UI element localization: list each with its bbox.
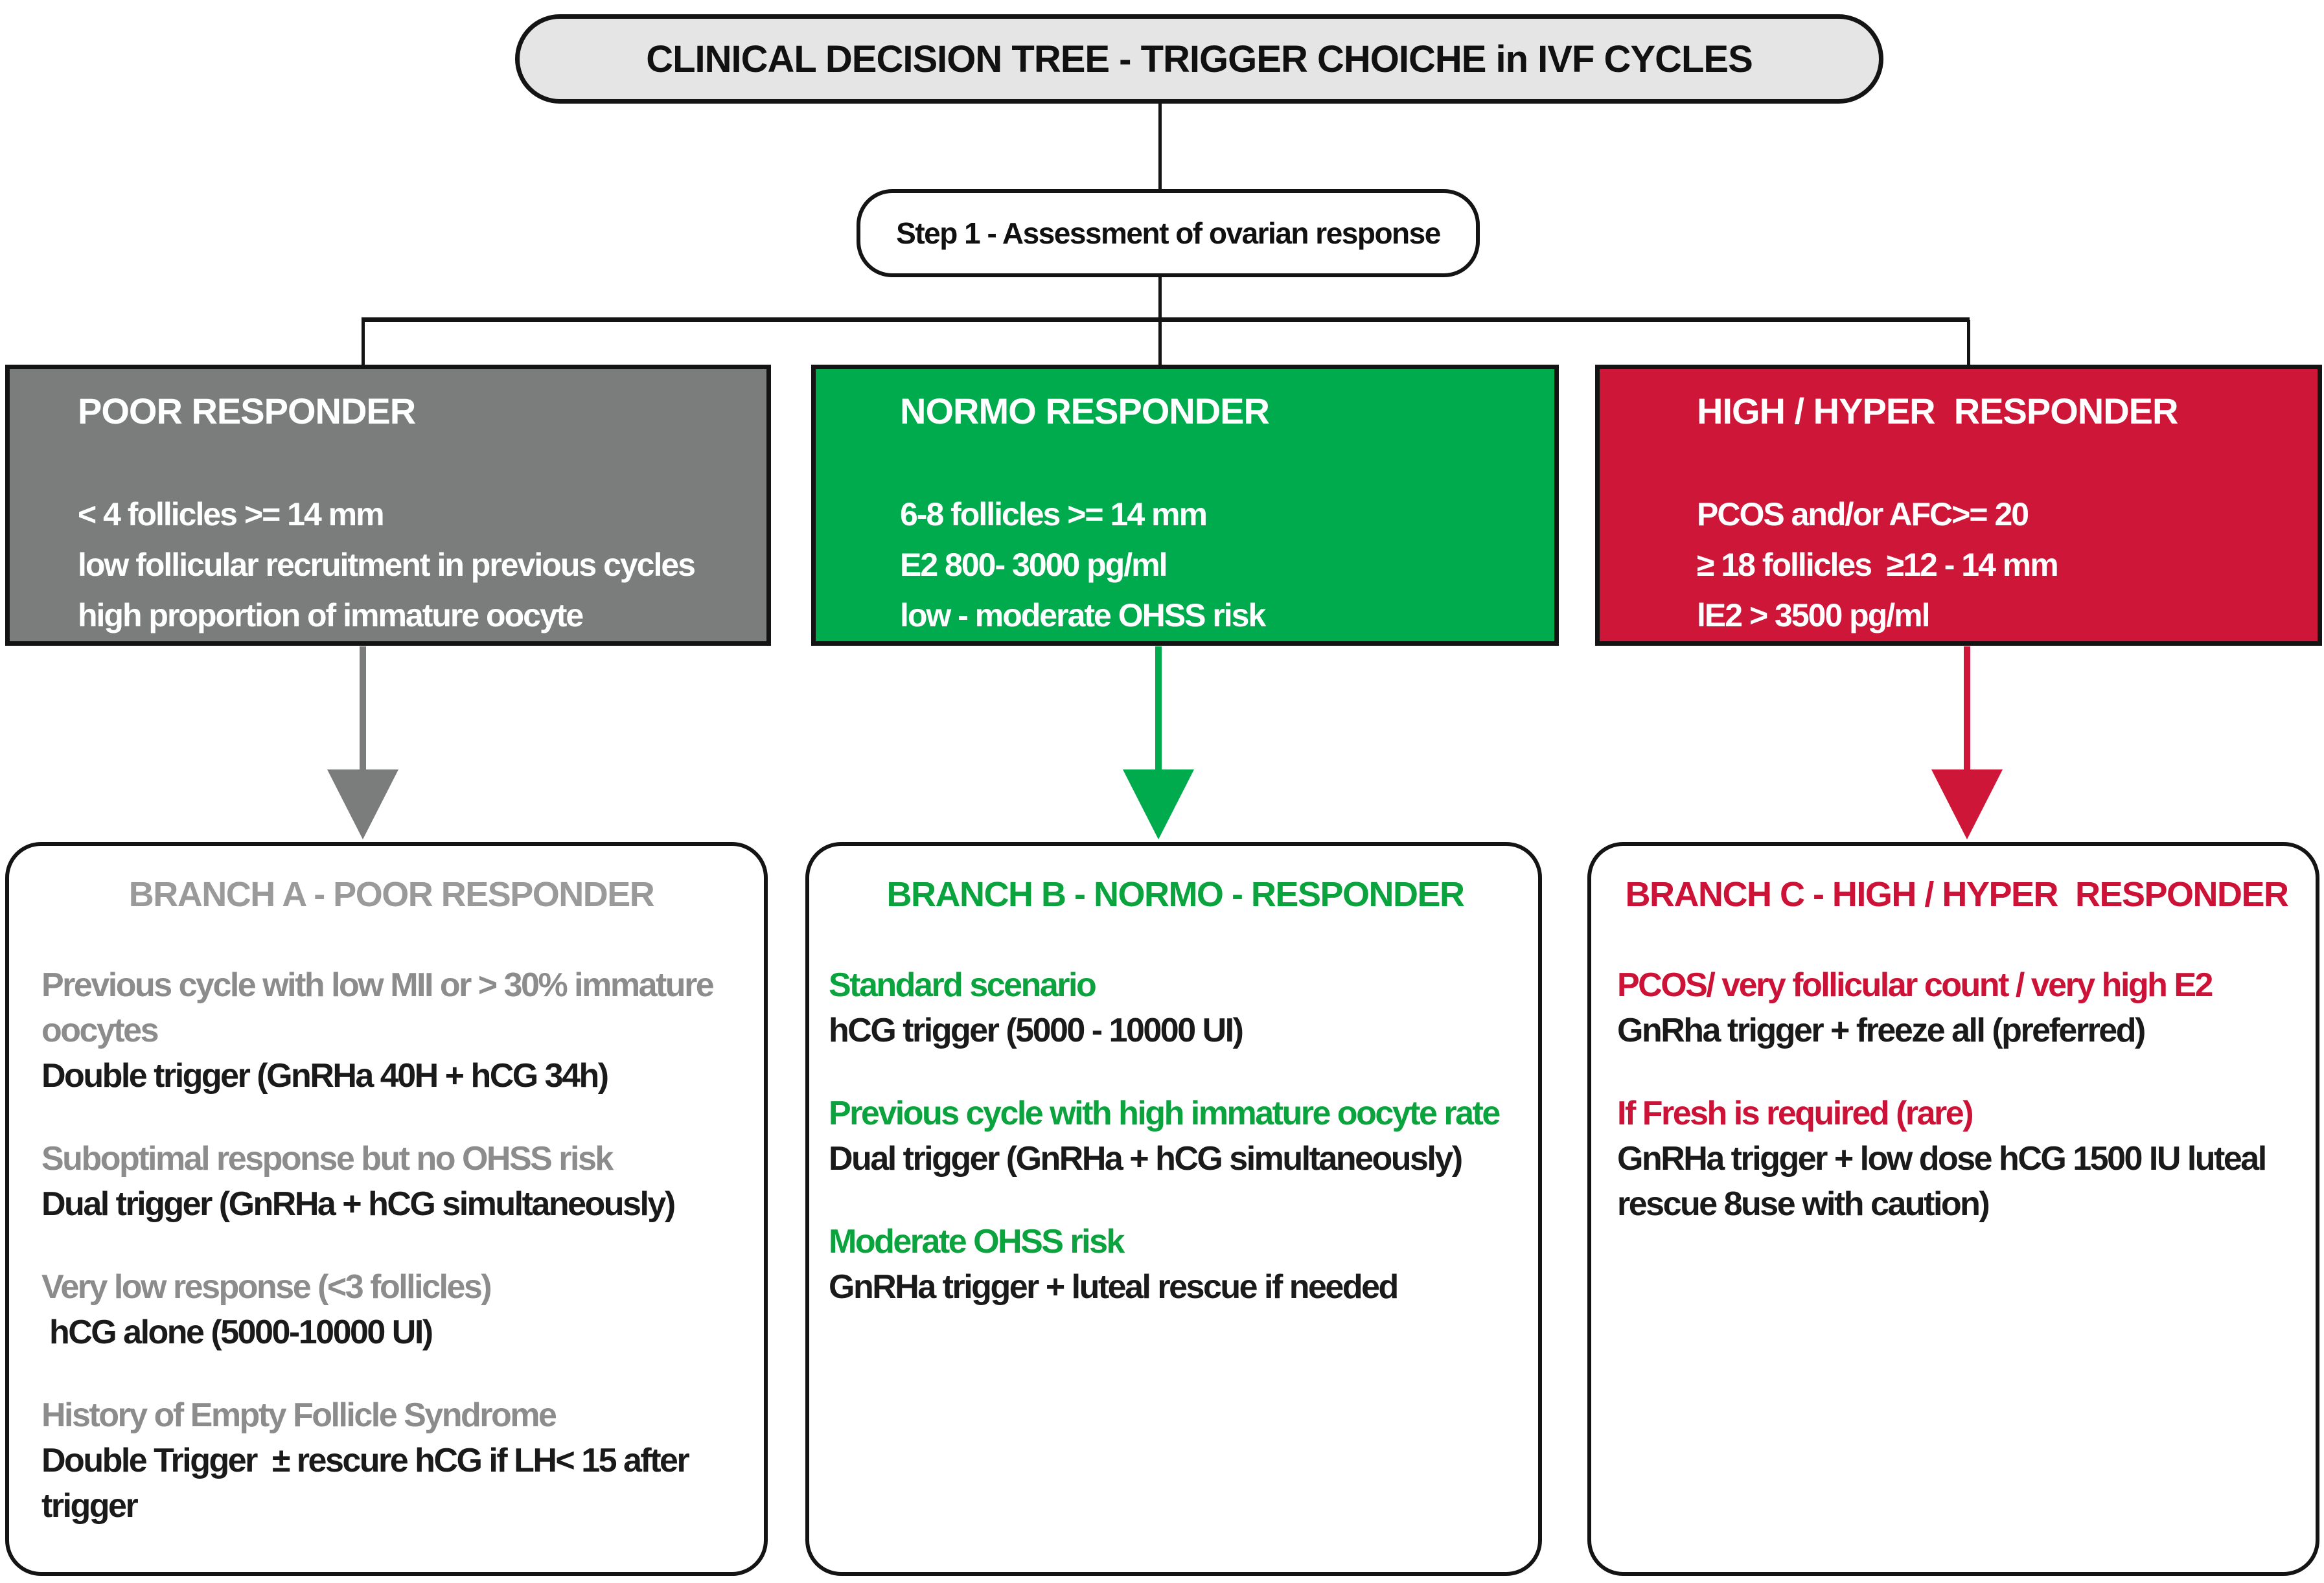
branch-b-group: Standard scenario hCG trigger (5000 - 10…: [829, 962, 1522, 1053]
branch-b-box: BRANCH B - NORMO - RESPONDER Standard sc…: [805, 842, 1542, 1576]
poor-criteria-line: low follicular recruitment in previous c…: [78, 547, 696, 583]
step1-label: Step 1 - Assessment of ovarian response: [896, 216, 1441, 250]
connector-drop-poor: [362, 320, 365, 367]
poor-criteria-line: < 4 follicles >= 14 mm: [78, 496, 385, 532]
action-text: hCG trigger (5000 - 10000 UI): [829, 1012, 1244, 1049]
action-text: Double trigger (GnRHa 40H + hCG 34h): [41, 1057, 609, 1095]
branch-c-group: PCOS/ very follicular count / very high …: [1617, 962, 2296, 1053]
poor-down-arrow-icon: [314, 646, 411, 841]
high-down-arrow-icon: [1918, 646, 2016, 841]
diagram-title: CLINICAL DECISION TREE - TRIGGER CHOICHE…: [646, 38, 1753, 80]
branch-a-group: Suboptimal response but no OHSS risk Dua…: [41, 1136, 741, 1227]
normo-down-arrow-icon: [1110, 646, 1207, 841]
normo-criteria-line: E2 800- 3000 pg/ml: [900, 547, 1168, 583]
action-text: Dual trigger (GnRHa + hCG simultaneously…: [41, 1185, 676, 1223]
high-criteria-line: PCOS and/or AFC>= 20: [1697, 496, 2029, 532]
normo-criteria-line: 6-8 follicles >= 14 mm: [900, 496, 1208, 532]
connector-step1-down: [1158, 277, 1162, 319]
branch-b-title: BRANCH B - NORMO - RESPONDER: [886, 875, 1465, 914]
diagram-title-box: CLINICAL DECISION TREE - TRIGGER CHOICHE…: [515, 14, 1883, 104]
branch-b-group: Moderate OHSS risk GnRHa trigger + lutea…: [829, 1219, 1522, 1310]
condition-text: Moderate OHSS risk: [829, 1223, 1125, 1260]
action-text: Dual trigger (GnRHa + hCG simultaneously…: [829, 1140, 1463, 1178]
branch-c-title: BRANCH C - HIGH / HYPER RESPONDER: [1625, 875, 2289, 914]
step1-box: Step 1 - Assessment of ovarian response: [857, 189, 1480, 277]
condition-text: PCOS/ very follicular count / very high …: [1617, 966, 2213, 1004]
poor-criteria-line: high proportion of immature oocyte: [78, 597, 584, 633]
branch-c-box: BRANCH C - HIGH / HYPER RESPONDER PCOS/ …: [1587, 842, 2319, 1576]
condition-text: Standard scenario: [829, 966, 1097, 1004]
high-responder-box: HIGH / HYPER RESPONDER PCOS and/or AFC>=…: [1595, 365, 2322, 646]
high-responder-title: HIGH / HYPER RESPONDER: [1697, 391, 2178, 431]
normo-criteria-line: low - moderate OHSS risk: [900, 597, 1266, 633]
high-criteria-line: ≥ 18 follicles ≥12 - 14 mm: [1697, 547, 2059, 583]
action-text: hCG alone (5000-10000 UI): [41, 1314, 433, 1351]
branch-b-group: Previous cycle with high immature oocyte…: [829, 1091, 1522, 1181]
connector-drop-high: [1967, 320, 1970, 367]
action-text: GnRHa trigger + luteal rescue if needed: [829, 1268, 1399, 1306]
branch-a-group: Very low response (<3 follicles) hCG alo…: [41, 1264, 741, 1355]
connector-drop-normo: [1158, 320, 1162, 367]
branch-a-group: History of Empty Follicle Syndrome Doubl…: [41, 1393, 741, 1529]
poor-responder-title: POOR RESPONDER: [78, 391, 416, 431]
action-text: Double Trigger ± rescure hCG if LH< 15 a…: [41, 1442, 696, 1525]
action-text: GnRHa trigger + low dose hCG 1500 IU lut…: [1617, 1140, 2273, 1223]
branch-a-group: Previous cycle with low MII or > 30% imm…: [41, 962, 741, 1099]
branch-a-box: BRANCH A - POOR RESPONDER Previous cycle…: [5, 842, 768, 1576]
condition-text: Suboptimal response but no OHSS risk: [41, 1140, 614, 1178]
branch-c-group: If Fresh is required (rare) GnRHa trigge…: [1617, 1091, 2296, 1227]
condition-text: Previous cycle with low MII or > 30% imm…: [41, 966, 721, 1049]
condition-text: If Fresh is required (rare): [1617, 1095, 1974, 1132]
action-text: GnRha trigger + freeze all (preferred): [1617, 1012, 2146, 1049]
branch-a-title: BRANCH A - POOR RESPONDER: [128, 875, 655, 914]
normo-responder-title: NORMO RESPONDER: [900, 391, 1270, 431]
connector-horizontal-bar: [362, 317, 1970, 322]
high-criteria-line: lE2 > 3500 pg/ml: [1697, 597, 1930, 633]
normo-responder-box: NORMO RESPONDER 6-8 follicles >= 14 mm E…: [811, 365, 1559, 646]
condition-text: Very low response (<3 follicles): [41, 1268, 492, 1306]
connector-title-to-step1: [1158, 104, 1162, 189]
condition-text: Previous cycle with high immature oocyte…: [829, 1095, 1501, 1132]
condition-text: History of Empty Follicle Syndrome: [41, 1396, 557, 1434]
poor-responder-box: POOR RESPONDER < 4 follicles >= 14 mm lo…: [5, 365, 771, 646]
